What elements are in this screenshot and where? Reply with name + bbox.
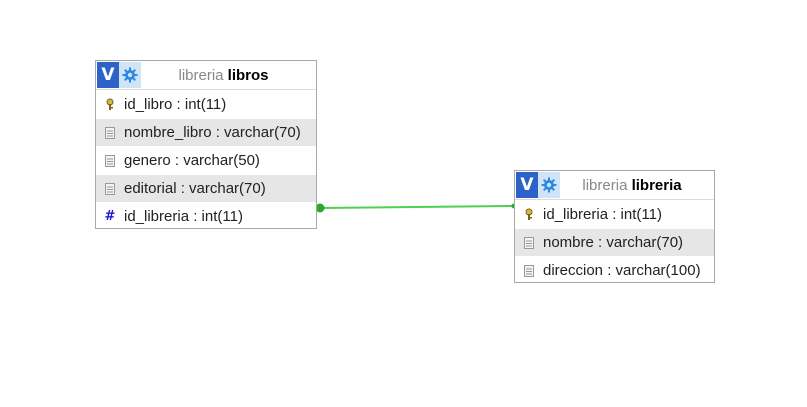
table-title[interactable]: libreria libreria — [560, 177, 714, 194]
key-icon — [102, 98, 118, 111]
column-row[interactable]: direccion : varchar(100) — [515, 256, 714, 284]
table-name: libros — [227, 66, 269, 84]
relation-start-dot — [315, 203, 325, 213]
table-libros[interactable]: V libreria libros — [95, 60, 317, 229]
key-icon — [521, 208, 537, 221]
table-name: libreria — [631, 176, 682, 194]
table-libreria[interactable]: V libreria libreria — [514, 170, 715, 283]
column-icon — [521, 236, 537, 249]
column-label: nombre_libro : varchar(70) — [124, 124, 301, 141]
hash-icon: # — [104, 209, 116, 224]
column-label: id_libreria : int(11) — [543, 206, 662, 223]
toggle-columns-button[interactable]: V — [97, 62, 119, 88]
column-label: id_libro : int(11) — [124, 96, 227, 113]
column-label: id_libreria : int(11) — [124, 208, 243, 225]
gear-icon[interactable] — [119, 62, 141, 88]
column-row[interactable]: id_libreria : int(11) — [515, 200, 714, 228]
column-icon — [102, 154, 118, 167]
gear-icon[interactable] — [538, 172, 560, 198]
column-row[interactable]: genero : varchar(50) — [96, 146, 316, 174]
table-title[interactable]: libreria libros — [141, 67, 316, 84]
column-label: editorial : varchar(70) — [124, 180, 266, 197]
table-header[interactable]: V libreria libreria — [515, 171, 714, 200]
column-label: direccion : varchar(100) — [543, 262, 701, 279]
table-header[interactable]: V libreria libros — [96, 61, 316, 90]
column-row[interactable]: editorial : varchar(70) — [96, 174, 316, 202]
column-row[interactable]: nombre : varchar(70) — [515, 228, 714, 256]
column-icon — [521, 264, 537, 277]
toggle-columns-button[interactable]: V — [516, 172, 538, 198]
database-name: libreria — [178, 66, 224, 84]
column-icon — [102, 182, 118, 195]
column-row[interactable]: # id_libreria : int(11) — [96, 202, 316, 230]
database-name: libreria — [582, 176, 628, 194]
column-row[interactable]: nombre_libro : varchar(70) — [96, 118, 316, 146]
column-icon — [102, 126, 118, 139]
column-label: genero : varchar(50) — [124, 152, 260, 169]
column-row[interactable]: id_libro : int(11) — [96, 90, 316, 118]
column-label: nombre : varchar(70) — [543, 234, 684, 251]
